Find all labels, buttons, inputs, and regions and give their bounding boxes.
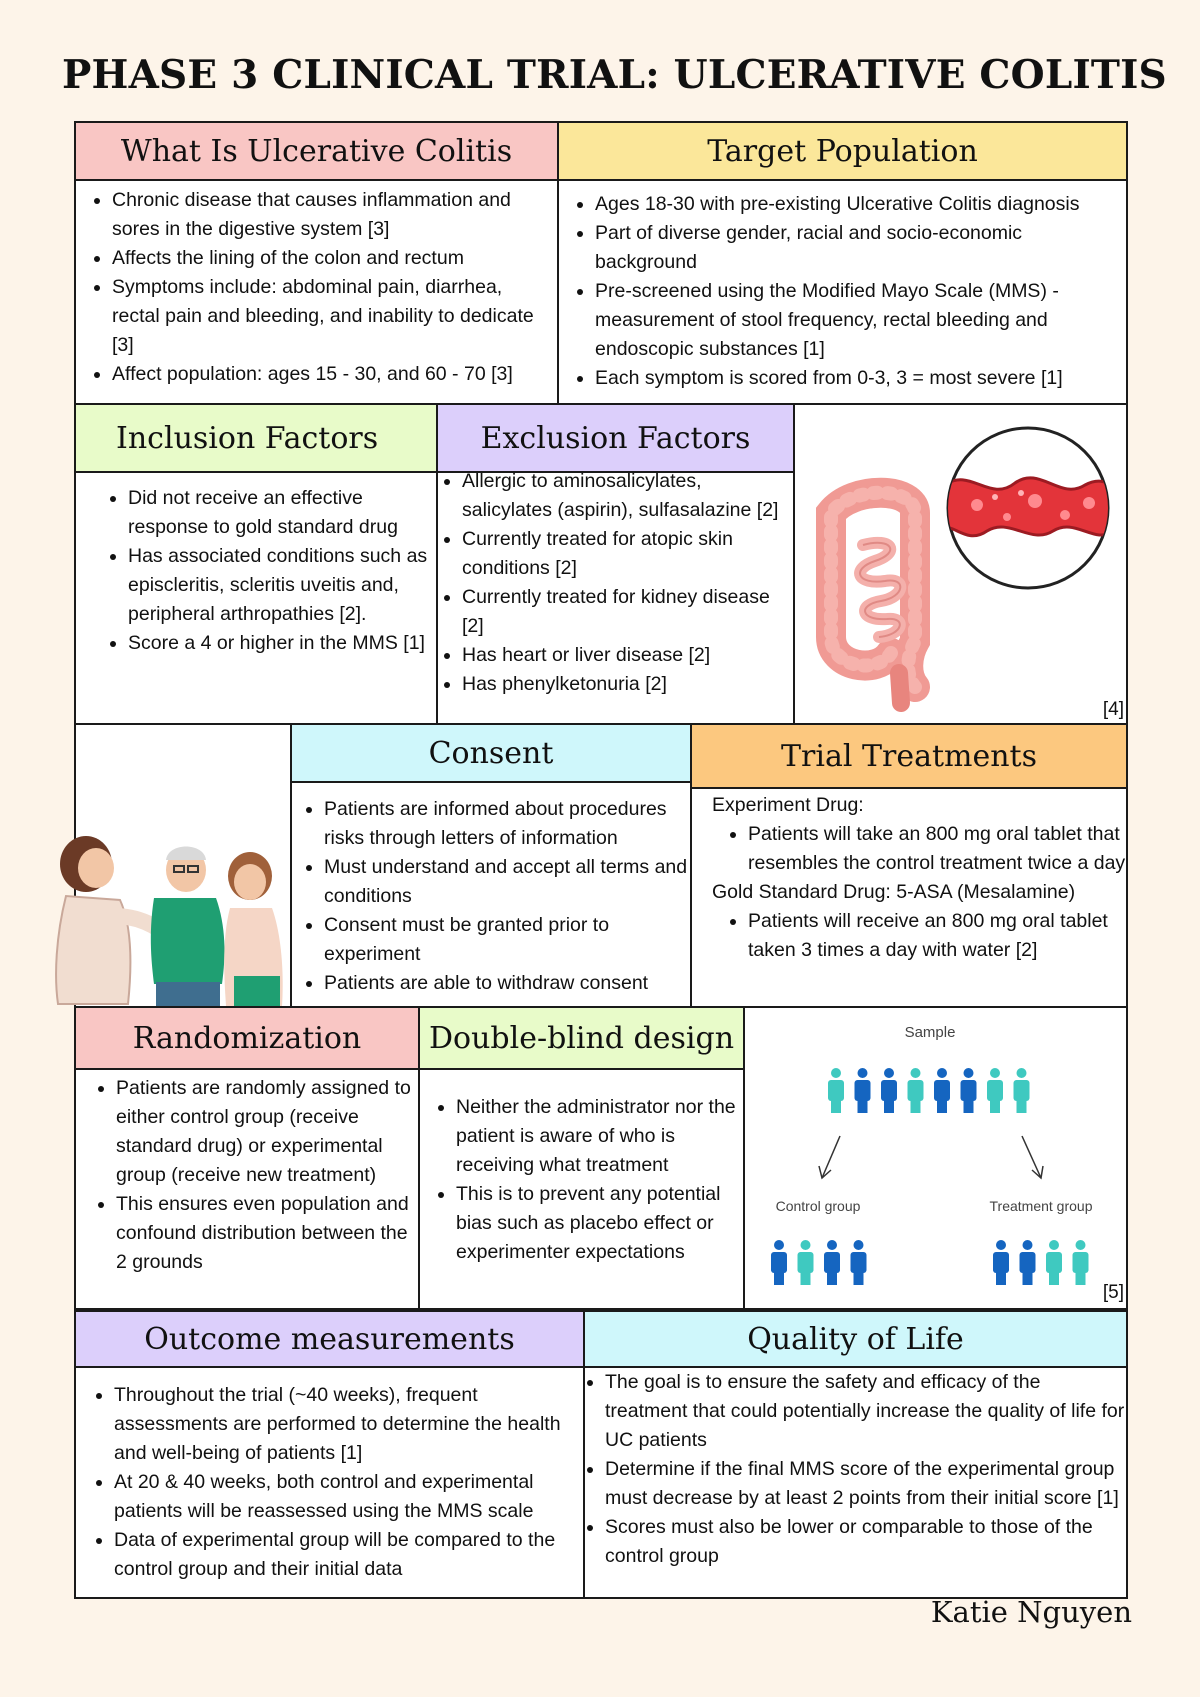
double-blind-list: Neither the administrator nor the patien… <box>426 1093 742 1267</box>
page-title: PHASE 3 CLINICAL TRIAL: ULCERATIVE COLIT… <box>62 52 1167 98</box>
person-icon <box>771 1240 787 1285</box>
list-item: Scores must also be lower or comparable … <box>605 1513 1125 1571</box>
inclusion-body: Did not receive an effective response to… <box>98 484 433 658</box>
randomization-body: Patients are randomly assigned to either… <box>86 1074 416 1277</box>
what-is-uc-body: Chronic disease that causes inflammation… <box>82 186 552 389</box>
outcome-list: Throughout the trial (~40 weeks), freque… <box>84 1381 582 1584</box>
list-item: Score a 4 or higher in the MMS [1] <box>128 629 433 658</box>
control-group-label: Control group <box>776 1198 861 1214</box>
randomization-heading: Randomization <box>74 1006 420 1070</box>
list-item: Currently treated for atopic skin condit… <box>462 525 791 583</box>
sample-label: Sample <box>905 1024 956 1041</box>
person-icon <box>1013 1068 1030 1113</box>
arrow-left-icon <box>818 1135 841 1180</box>
doctor-patients-illustration <box>55 836 283 1006</box>
list-item: Determine if the final MMS score of the … <box>605 1455 1125 1513</box>
outcome-heading: Outcome measurements <box>74 1310 585 1368</box>
list-item: This is to prevent any potential bias su… <box>456 1180 742 1267</box>
what-is-uc-list: Chronic disease that causes inflammation… <box>82 186 552 389</box>
exclusion-list: Allergic to aminosalicylates, salicylate… <box>436 467 791 699</box>
outcome-body: Throughout the trial (~40 weeks), freque… <box>84 1381 582 1584</box>
sample-people <box>828 1068 1030 1113</box>
list-item: Has heart or liver disease [2] <box>462 641 791 670</box>
exclusion-body: Allergic to aminosalicylates, salicylate… <box>436 467 791 722</box>
target-population-heading: Target Population <box>557 121 1128 181</box>
list-item: Must understand and accept all terms and… <box>324 853 690 911</box>
list-item: Patients are informed about procedures r… <box>324 795 690 853</box>
colon-citation: [4] <box>1102 699 1124 720</box>
gold-standard-list: Patients will receive an 800 mg oral tab… <box>712 907 1126 965</box>
gold-standard-label: Gold Standard Drug: 5-ASA (Mesalamine) <box>712 881 1076 903</box>
person-icon <box>993 1240 1009 1285</box>
list-item: Patients are able to withdraw consent <box>324 969 690 998</box>
list-item: Has phenylketonuria [2] <box>462 670 791 699</box>
randomization-list: Patients are randomly assigned to either… <box>86 1074 416 1277</box>
list-item: Pre-screened using the Modified Mayo Sca… <box>595 277 1125 364</box>
person-icon <box>850 1240 867 1285</box>
person-icon <box>828 1068 844 1113</box>
list-item: Has associated conditions such as episcl… <box>128 542 433 629</box>
inclusion-heading: Inclusion Factors <box>74 403 438 473</box>
person-icon <box>824 1240 840 1285</box>
list-item: Did not receive an effective response to… <box>128 484 433 542</box>
person-icon <box>881 1068 897 1113</box>
control-people <box>771 1240 867 1285</box>
consent-list: Patients are informed about procedures r… <box>294 795 690 998</box>
list-item: Symptoms include: abdominal pain, diarrh… <box>112 273 552 360</box>
person-icon <box>1019 1240 1036 1285</box>
consent-heading: Consent <box>290 723 692 783</box>
treatment-group-label: Treatment group <box>990 1198 1093 1214</box>
randomization-diagram: Sample Control group Treatment group <box>771 1024 1093 1285</box>
list-item: Neither the administrator nor the patien… <box>456 1093 742 1180</box>
experiment-drug-list: Patients will take an 800 mg oral tablet… <box>712 820 1126 878</box>
inclusion-list: Did not receive an effective response to… <box>98 484 433 658</box>
consent-body: Patients are informed about procedures r… <box>294 795 690 998</box>
list-item: Chronic disease that causes inflammation… <box>112 186 552 244</box>
arrow-right-icon <box>1021 1135 1044 1180</box>
list-item: Consent must be granted prior to experim… <box>324 911 690 969</box>
list-item: Ages 18-30 with pre-existing Ulcerative … <box>595 190 1125 219</box>
list-item: Throughout the trial (~40 weeks), freque… <box>114 1381 582 1468</box>
double-blind-heading: Double-blind design <box>418 1006 745 1070</box>
person-icon <box>1072 1240 1089 1285</box>
person-icon <box>987 1068 1003 1113</box>
person-icon <box>797 1240 814 1285</box>
experiment-drug-label: Experiment Drug: <box>712 794 864 816</box>
list-item: This ensures even population and confoun… <box>116 1190 416 1277</box>
quality-body: The goal is to ensure the safety and eff… <box>585 1368 1125 1571</box>
person-icon <box>1046 1240 1062 1285</box>
what-is-uc-heading: What Is Ulcerative Colitis <box>74 121 559 181</box>
target-population-body: Ages 18-30 with pre-existing Ulcerative … <box>565 190 1125 393</box>
randomization-diagram-panel: Sample Control group Treatment group [5] <box>743 1006 1128 1310</box>
list-item: Allergic to aminosalicylates, salicylate… <box>462 467 791 525</box>
treatments-heading: Trial Treatments <box>690 723 1128 789</box>
target-population-list: Ages 18-30 with pre-existing Ulcerative … <box>565 190 1125 393</box>
person-icon <box>907 1068 924 1113</box>
double-blind-body: Neither the administrator nor the patien… <box>426 1093 742 1267</box>
diagram-citation: [5] <box>1102 1282 1124 1303</box>
colon-illustration-panel: [4] <box>793 403 1128 725</box>
treatments-body: Experiment Drug: Patients will take an 8… <box>712 791 1126 965</box>
list-item: Affect population: ages 15 - 30, and 60 … <box>112 360 552 389</box>
list-item: The goal is to ensure the safety and eff… <box>605 1368 1125 1455</box>
list-item: Currently treated for kidney disease [2] <box>462 583 791 641</box>
list-item: At 20 & 40 weeks, both control and exper… <box>114 1468 582 1526</box>
exclusion-heading: Exclusion Factors <box>436 403 795 473</box>
quality-heading: Quality of Life <box>583 1310 1128 1368</box>
list-item: Patients will take an 800 mg oral tablet… <box>748 820 1126 878</box>
person-icon <box>960 1068 977 1113</box>
list-item: Affects the lining of the colon and rect… <box>112 244 552 273</box>
list-item: Patients are randomly assigned to either… <box>116 1074 416 1190</box>
colon-illustration <box>816 426 1110 712</box>
person-icon <box>934 1068 950 1113</box>
treatment-people <box>993 1240 1089 1285</box>
list-item: Patients will receive an 800 mg oral tab… <box>748 907 1126 965</box>
list-item: Each symptom is scored from 0-3, 3 = mos… <box>595 364 1125 393</box>
author-name: Katie Nguyen <box>930 1595 1132 1629</box>
list-item: Data of experimental group will be compa… <box>114 1526 582 1584</box>
list-item: Part of diverse gender, racial and socio… <box>595 219 1125 277</box>
person-icon <box>854 1068 871 1113</box>
quality-list: The goal is to ensure the safety and eff… <box>585 1368 1125 1571</box>
